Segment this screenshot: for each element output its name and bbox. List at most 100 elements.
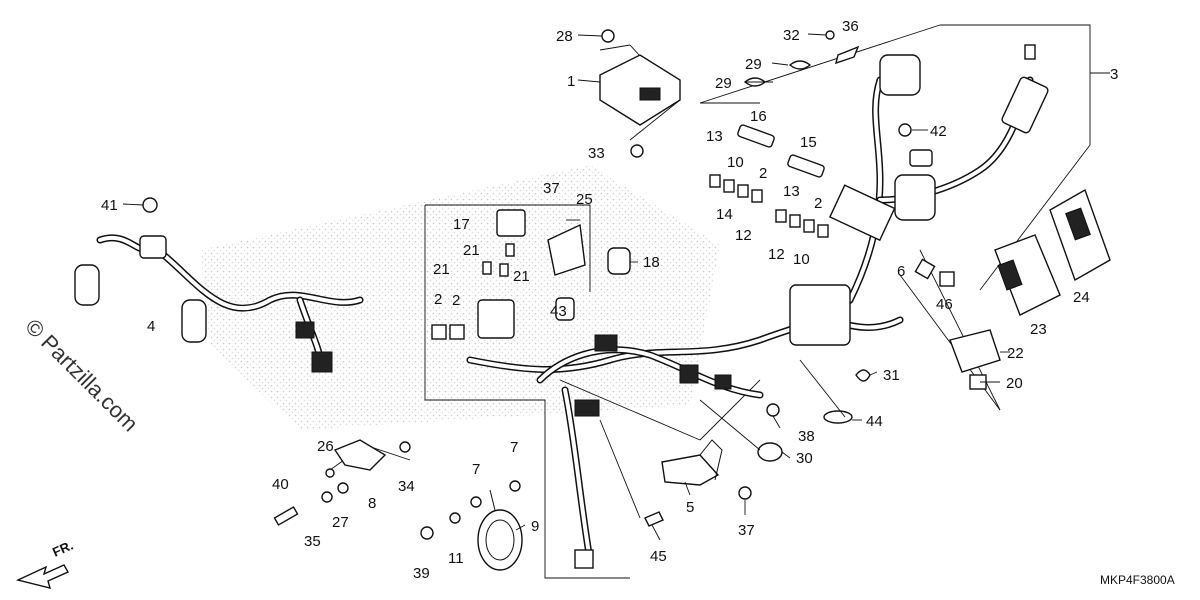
screw-part-28 xyxy=(601,29,615,43)
callout-29a: 29 xyxy=(745,56,762,73)
control-unit-part-1 xyxy=(599,54,681,126)
callout-40: 40 xyxy=(272,476,289,493)
callout-32: 32 xyxy=(783,27,800,44)
diagram-part-code: MKP4F3800A xyxy=(1100,573,1175,587)
leader-lines xyxy=(122,33,1110,541)
watermark: © Partzilla.com xyxy=(20,314,143,437)
callout-2a: 2 xyxy=(759,165,767,182)
callout-21b: 21 xyxy=(433,261,450,278)
callout-38: 38 xyxy=(798,428,815,445)
front-direction-arrow: FR. xyxy=(15,538,75,589)
callout-15: 15 xyxy=(800,134,817,151)
callout-9: 9 xyxy=(531,518,539,535)
callout-3: 3 xyxy=(1110,66,1118,83)
washer-part-7a xyxy=(509,480,521,492)
callout-8: 8 xyxy=(368,495,376,512)
callout-10a: 10 xyxy=(727,154,744,171)
callout-12b: 12 xyxy=(768,246,785,263)
clip-part-36 xyxy=(835,45,860,65)
callout-29b: 29 xyxy=(715,75,732,92)
callout-34: 34 xyxy=(398,478,415,495)
callout-2d: 2 xyxy=(452,292,460,309)
callout-42: 42 xyxy=(930,123,947,140)
fuse-part-16 xyxy=(737,124,775,148)
horn-part-9 xyxy=(477,509,523,571)
callout-35: 35 xyxy=(304,533,321,550)
sensor-part-4b xyxy=(181,299,207,343)
callout-5: 5 xyxy=(686,499,694,516)
callout-23: 23 xyxy=(1030,321,1047,338)
bolt-part-39 xyxy=(420,526,434,540)
callout-6: 6 xyxy=(897,263,905,280)
callout-31: 31 xyxy=(883,367,900,384)
callout-45: 45 xyxy=(650,548,667,565)
callout-17: 17 xyxy=(453,216,470,233)
clip-part-41 xyxy=(142,197,158,213)
washer-part-35 xyxy=(321,491,333,503)
sensor-part-3 xyxy=(879,54,921,96)
callout-labels: 28 1 33 32 36 29 29 3 16 42 13 10 15 2 1… xyxy=(101,18,1118,582)
sensor-part-4a xyxy=(74,264,100,306)
callout-21c: 21 xyxy=(513,268,530,285)
callout-36: 36 xyxy=(842,18,859,35)
callout-43: 43 xyxy=(550,303,567,320)
callout-4: 4 xyxy=(147,318,155,335)
callout-20: 20 xyxy=(1006,375,1023,392)
callout-37b: 37 xyxy=(738,522,755,539)
callout-27: 27 xyxy=(332,514,349,531)
direction-label: FR. xyxy=(50,538,75,560)
callout-11: 11 xyxy=(448,550,464,567)
washer-part-11 xyxy=(449,512,461,524)
callout-13b: 13 xyxy=(783,183,800,200)
callout-41: 41 xyxy=(101,197,118,214)
callout-33: 33 xyxy=(588,145,605,162)
washer-part-26 xyxy=(325,468,335,478)
fuse-cluster-right xyxy=(775,209,829,238)
fuse-cluster-left xyxy=(709,174,763,203)
bracket-part-8 xyxy=(333,439,387,471)
callout-18: 18 xyxy=(643,254,660,271)
clip-part-46 xyxy=(939,271,955,287)
relay-part-22 xyxy=(949,329,1001,373)
bolt-part-40 xyxy=(273,506,299,526)
clip-part-31 xyxy=(855,369,871,382)
washer-part-27 xyxy=(337,482,349,494)
sensor-part-18 xyxy=(607,247,631,275)
callout-28: 28 xyxy=(556,28,573,45)
callout-39: 39 xyxy=(413,565,430,582)
callout-13a: 13 xyxy=(706,128,723,145)
fuse-box xyxy=(828,184,896,242)
callout-37a: 37 xyxy=(543,180,560,197)
bolt-part-34 xyxy=(399,441,411,453)
callout-44: 44 xyxy=(866,413,883,430)
bolt-part-38 xyxy=(766,403,780,417)
connector-part-43 xyxy=(555,297,575,321)
callout-16: 16 xyxy=(750,108,767,125)
callout-22: 22 xyxy=(1007,345,1024,362)
clamp-part-30 xyxy=(757,442,783,462)
bolt-part-37b xyxy=(738,486,752,500)
bracket-part-25 xyxy=(547,223,586,276)
fuse-part-15 xyxy=(787,154,825,178)
parts xyxy=(74,29,1111,571)
callout-7a: 7 xyxy=(510,439,518,456)
band-part-44 xyxy=(823,410,853,424)
connector-cluster xyxy=(789,284,851,346)
washer-part-7b xyxy=(470,496,482,508)
clip-part-45 xyxy=(644,511,664,527)
callout-14: 14 xyxy=(716,206,733,223)
nut-part-33 xyxy=(630,144,644,158)
screw-part-32 xyxy=(825,30,835,40)
callout-25: 25 xyxy=(576,191,593,208)
bracket-part-5 xyxy=(661,454,720,486)
module-part-23 xyxy=(994,234,1061,316)
callout-7b: 7 xyxy=(472,461,480,478)
callout-46: 46 xyxy=(936,296,953,313)
callout-2c: 2 xyxy=(434,291,442,308)
callout-2b: 2 xyxy=(814,195,822,212)
relay-part-17 xyxy=(496,209,526,237)
callout-12a: 12 xyxy=(735,227,752,244)
callout-10b: 10 xyxy=(793,251,810,268)
callout-21a: 21 xyxy=(463,242,480,259)
